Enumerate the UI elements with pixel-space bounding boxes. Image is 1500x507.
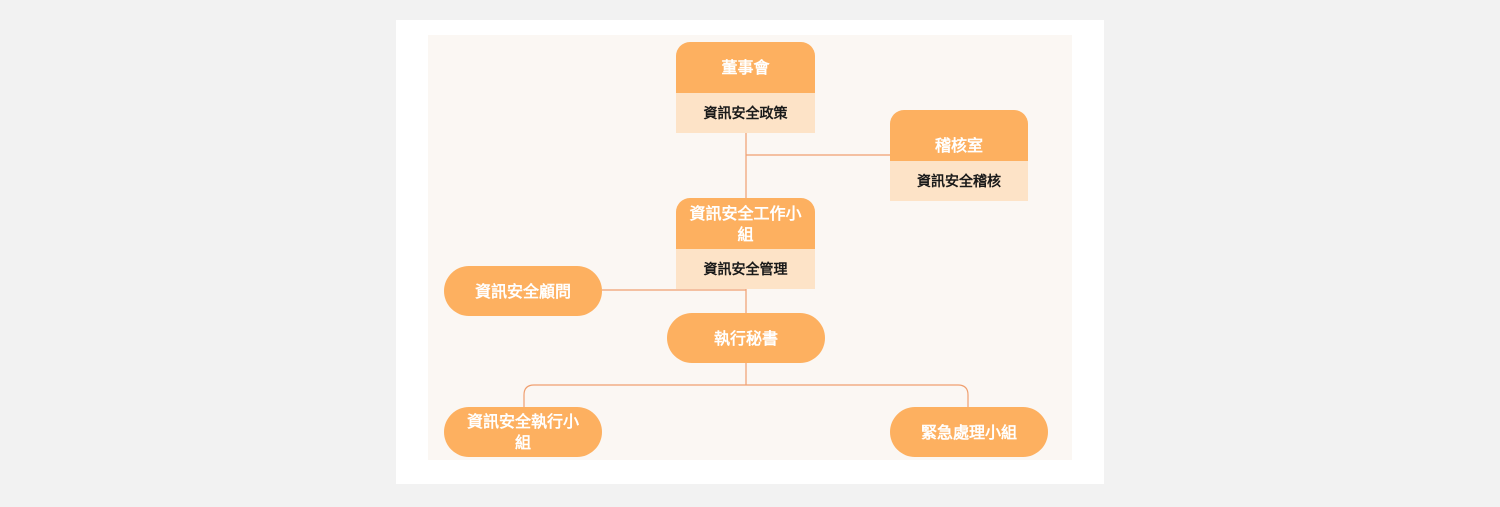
org-chart-card: 董事會 資訊安全政策 稽核室 資訊安全稽核 資訊安全工作小組 資訊安全管理 資訊… [396,20,1104,484]
task-force-title: 資訊安全工作小組 [676,198,815,249]
audit-subtitle: 資訊安全稽核 [890,161,1028,201]
audit-title: 稽核室 [890,110,1028,161]
task-force-subtitle: 資訊安全管理 [676,249,815,289]
connector-branch-bar [523,384,969,407]
board-subtitle: 資訊安全政策 [676,93,815,133]
task-force-node: 資訊安全工作小組 資訊安全管理 [676,198,815,289]
board-node: 董事會 資訊安全政策 [676,42,815,133]
execution-team-node: 資訊安全執行小組 [444,407,602,457]
org-chart-canvas: 董事會 資訊安全政策 稽核室 資訊安全稽核 資訊安全工作小組 資訊安全管理 資訊… [428,35,1072,460]
advisor-node: 資訊安全顧問 [444,266,602,316]
audit-node: 稽核室 資訊安全稽核 [890,110,1028,201]
secretary-node: 執行秘書 [667,313,825,363]
board-title: 董事會 [676,42,815,93]
emergency-team-node: 緊急處理小組 [890,407,1048,457]
